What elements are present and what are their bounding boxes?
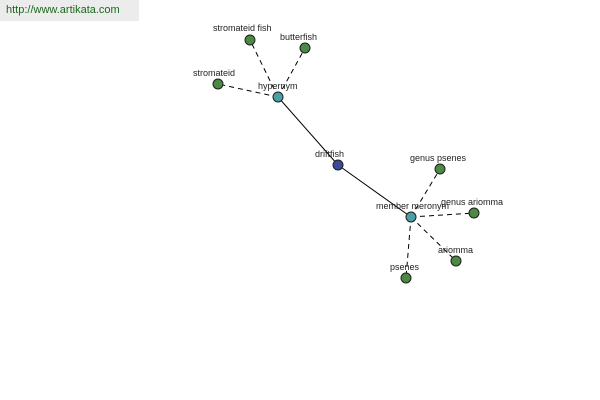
leaf-label-ariomma: ariomma: [438, 245, 473, 255]
leaf-node-butterfish[interactable]: [299, 42, 311, 54]
edge-hypernym-stromateid: [217, 83, 279, 98]
relation-node-hypernym[interactable]: [272, 91, 284, 103]
edge-center-hypernym: [277, 96, 339, 166]
leaf-node-genus-ariomma[interactable]: [468, 207, 480, 219]
leaf-label-butterfish: butterfish: [280, 32, 317, 42]
leaf-label-genus-ariomma: genus ariomma: [441, 197, 503, 207]
leaf-node-stromateid[interactable]: [212, 78, 224, 90]
leaf-node-psenes[interactable]: [400, 272, 412, 284]
leaf-label-psenes: psenes: [390, 262, 420, 272]
relation-label-member-meronym: member meronym: [376, 201, 449, 211]
leaf-label-stromateid-fish: stromateid fish: [213, 23, 272, 33]
edge-meronym-genus-ariomma: [410, 212, 475, 218]
relation-node-member-meronym[interactable]: [405, 211, 417, 223]
leaf-node-stromateid-fish[interactable]: [244, 34, 256, 46]
edge-meronym-psenes: [405, 216, 412, 279]
watermark-url[interactable]: http://www.artikata.com: [0, 0, 139, 21]
center-node[interactable]: [332, 159, 344, 171]
leaf-node-genus-psenes[interactable]: [434, 163, 446, 175]
leaf-label-genus-psenes: genus psenes: [410, 153, 467, 163]
center-node-label: driftfish: [315, 149, 344, 159]
edge-meronym-ariomma: [410, 216, 457, 262]
relation-label-hypernym: hypernym: [258, 81, 298, 91]
edge-hypernym-butterfish: [277, 47, 306, 98]
edge-center-member-meronym: [337, 164, 412, 218]
edge-meronym-genus-psenes: [410, 168, 441, 218]
leaf-node-ariomma[interactable]: [450, 255, 462, 267]
leaf-label-stromateid: stromateid: [193, 68, 235, 78]
edge-hypernym-stromateid-fish: [249, 39, 279, 98]
